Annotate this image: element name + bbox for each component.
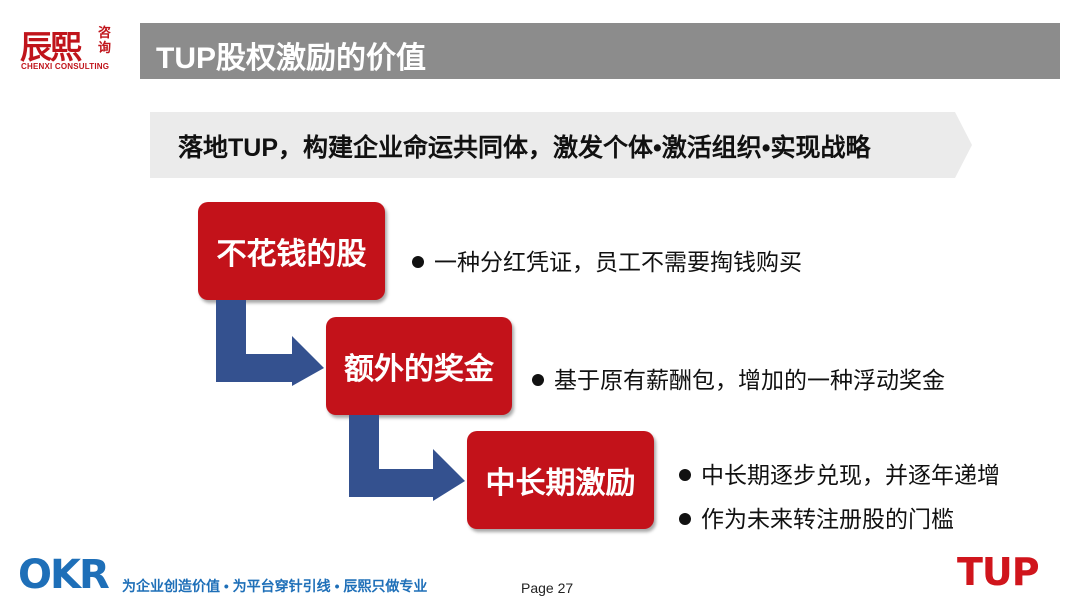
banner-arrow-shape [150,112,972,178]
tup-logo: TUP [957,550,1040,594]
logo-subtitle: 咨询 [98,25,112,55]
bullet-text: 基于原有薪酬包，增加的一种浮动奖金 [554,367,945,393]
step-box-long-term-incentive: 中长期激励 [467,431,654,529]
bullet-text: 一种分红凭证，员工不需要掏钱购买 [434,249,802,275]
footer-slogan: 为企业创造价值 • 为平台穿针引线 • 辰熙只做专业 [122,578,428,594]
bullet-dot-icon [412,255,424,268]
bent-arrow-icon [349,415,465,501]
bullet-dot-icon [532,373,544,386]
title-bar: TUP股权激励的价值 [140,23,1060,79]
banner-text: 落地TUP，构建企业命运共同体，激发个体•激活组织•实现战略 [178,134,871,162]
step-box-free-shares: 不花钱的股 [198,202,385,300]
bullet-dot-icon [679,512,691,525]
page-title: TUP股权激励的价值 [156,42,426,75]
company-logo: 辰熙 咨询 CHENXI CONSULTING [18,22,123,74]
bullet-text: 中长期逐步兑现，并逐年递增 [701,462,1000,488]
bullet-point: 中长期逐步兑现，并逐年递增 [679,456,1000,490]
step-label: 额外的奖金 [344,353,494,386]
bullet-text: 作为未来转注册股的门槛 [701,506,954,532]
step-label: 中长期激励 [485,467,636,500]
step-label: 不花钱的股 [216,238,367,271]
logo-english: CHENXI CONSULTING [21,62,110,71]
logo-chinese: 辰熙 [20,28,82,66]
bullet-point: 作为未来转注册股的门槛 [679,500,954,534]
page-number: Page 27 [521,580,574,596]
bullet-point: 基于原有薪酬包，增加的一种浮动奖金 [532,361,945,395]
step-box-extra-bonus: 额外的奖金 [326,317,512,415]
bent-arrow-icon [216,300,324,386]
okr-logo: OKR [18,552,110,598]
slogan-banner: 落地TUP，构建企业命运共同体，激发个体•激活组织•实现战略 [150,112,972,178]
bullet-point: 一种分红凭证，员工不需要掏钱购买 [412,243,802,277]
bullet-dot-icon [679,468,691,481]
